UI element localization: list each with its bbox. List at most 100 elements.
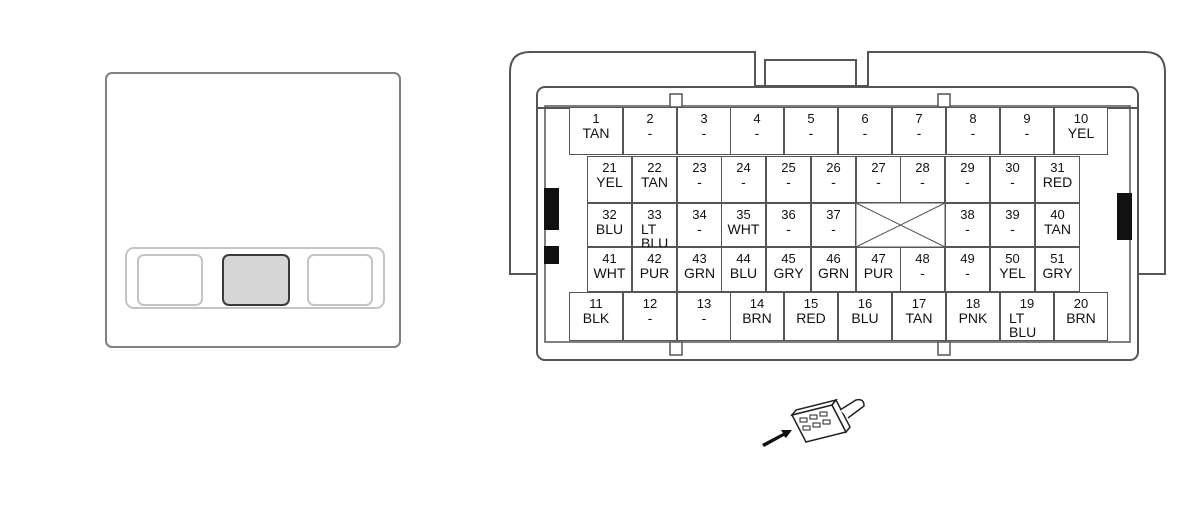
pin-cell-4: 4- [730, 107, 784, 155]
pin-cell-28: 28- [900, 156, 945, 203]
pin-wire-color: YEL [999, 265, 1026, 281]
pin-wire-color: - [862, 125, 868, 141]
pin-wire-color: YEL [596, 174, 623, 190]
pin-cell-24: 24- [721, 156, 766, 203]
pin-number: 29 [960, 160, 975, 175]
pin-number: 10 [1073, 111, 1089, 126]
pin-wire-color: - [786, 174, 791, 190]
pin-number: 18 [965, 296, 981, 311]
pin-number: 48 [915, 251, 930, 266]
pin-number: 44 [736, 251, 751, 266]
side-tab-left-lower [544, 246, 559, 264]
pin-number: 1 [592, 111, 600, 126]
pin-number: 45 [781, 251, 796, 266]
pin-number: 15 [803, 296, 819, 311]
pin-number: 43 [692, 251, 707, 266]
pin-cell-9: 9- [1000, 107, 1054, 155]
side-tab-right [1117, 193, 1132, 240]
pin-cell-39: 39- [990, 203, 1035, 247]
pin-wire-color: BRN [742, 310, 772, 326]
pin-wire-color: BRN [1066, 310, 1096, 326]
pin-number: 37 [826, 207, 841, 222]
pin-wire-color: - [965, 265, 970, 281]
pin-wire-color: PUR [863, 265, 894, 281]
pin-number: 50 [1005, 251, 1020, 266]
pin-number: 23 [692, 160, 707, 175]
pin-cell-38: 38- [945, 203, 990, 247]
pin-number: 39 [1005, 207, 1020, 222]
pin-number: 35 [736, 207, 751, 222]
pin-number: 26 [826, 160, 841, 175]
pin-number: 2 [646, 111, 654, 126]
pin-number: 17 [911, 296, 927, 311]
pin-wire-color: - [831, 174, 836, 190]
pin-wire-color: GRN [683, 265, 716, 281]
pin-wire-color: PNK [958, 310, 988, 326]
pin-number: 6 [861, 111, 869, 126]
pin-cell-13: 13- [677, 292, 731, 341]
pin-wire-color: WHT [593, 265, 626, 281]
side-tab-left-upper [544, 188, 559, 230]
key-top-right [937, 93, 951, 108]
pin-wire-color: RED [796, 310, 826, 326]
pin-wire-color: - [965, 174, 970, 190]
pin-cell-2: 2- [623, 107, 677, 155]
pin-cell-23: 23- [677, 156, 722, 203]
pin-number: 33 [647, 207, 662, 222]
pin-number: 42 [647, 251, 662, 266]
pin-cell-49: 49- [945, 247, 990, 292]
pin-cell-29: 29- [945, 156, 990, 203]
pin-number: 28 [915, 160, 930, 175]
pin-cell-5: 5- [784, 107, 838, 155]
pin-wire-color: - [647, 310, 653, 326]
pin-number: 31 [1050, 160, 1065, 175]
pin-wire-color: - [876, 174, 881, 190]
pin-wire-color: LT BLU [641, 221, 669, 251]
pin-wire-color: GRN [817, 265, 850, 281]
pin-wire-color: TAN [905, 310, 933, 326]
pin-number: 20 [1073, 296, 1089, 311]
pin-wire-color: - [831, 221, 836, 237]
pin-number: 30 [1005, 160, 1020, 175]
pin-number: 13 [696, 296, 712, 311]
pin-wire-color: LT BLU [1009, 310, 1037, 340]
connector-plug-icon [762, 398, 865, 447]
pin-number: 3 [700, 111, 708, 126]
pin-number: 32 [602, 207, 617, 222]
pin-wire-color: BLK [582, 310, 610, 326]
pin-wire-color: - [1010, 221, 1015, 237]
pin-number: 36 [781, 207, 796, 222]
pin-wire-color: BLU [851, 310, 879, 326]
pin-number: 8 [969, 111, 977, 126]
locator-slot-right [307, 254, 373, 306]
pin-cell-27: 27- [856, 156, 901, 203]
pin-number: 24 [736, 160, 751, 175]
pin-wire-color: RED [1042, 174, 1073, 190]
pin-number: 22 [647, 160, 662, 175]
pin-cell-12: 12- [623, 292, 677, 341]
locator-tray [125, 247, 385, 309]
pin-wire-color: - [701, 125, 707, 141]
pin-number: 21 [602, 160, 617, 175]
pin-wire-color: GRY [1042, 265, 1073, 281]
pin-number: 38 [960, 207, 975, 222]
pin-number: 27 [871, 160, 886, 175]
